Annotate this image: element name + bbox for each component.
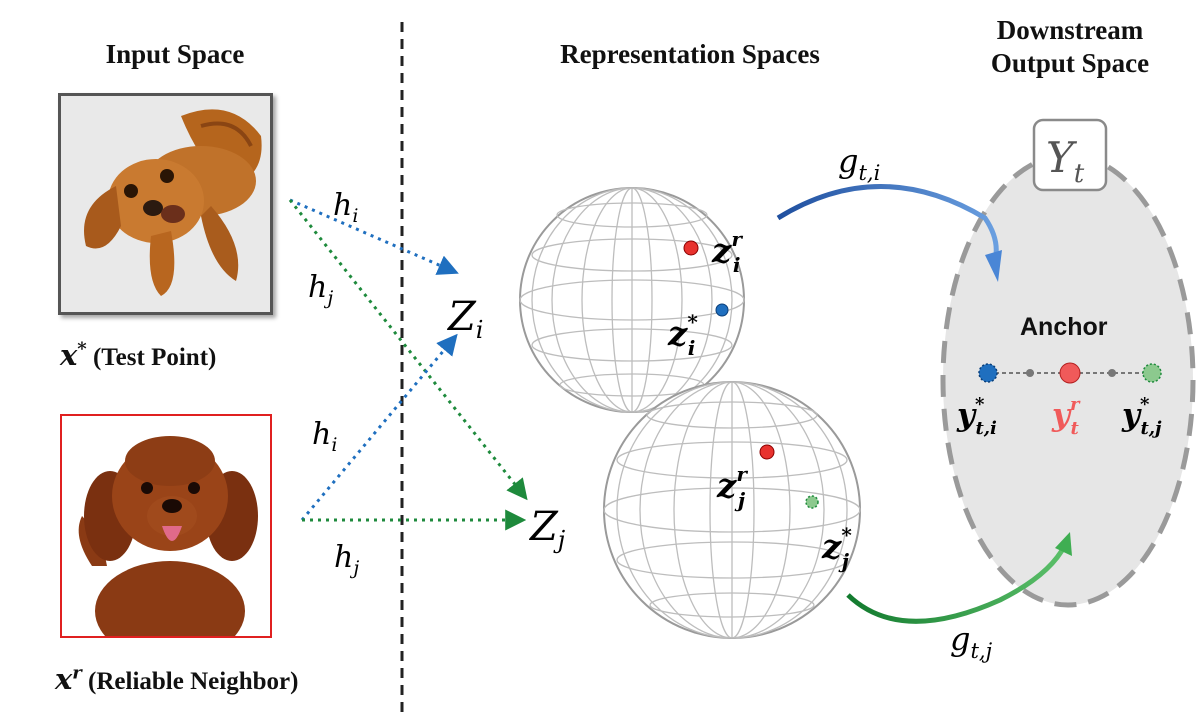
point-z-i-r — [683, 240, 699, 256]
test-point-caption: x* (Test Point) — [60, 338, 216, 372]
sphere-i — [519, 187, 745, 413]
arrow-test-to-Zi — [289, 198, 459, 275]
test-point-symbol: x — [60, 338, 78, 372]
label-Z-j: Zj — [528, 504, 566, 554]
downstream-header-line1: Downstream — [996, 15, 1144, 45]
anchor-tick-right — [1108, 369, 1116, 377]
reliable-neighbor-image — [60, 414, 272, 638]
test-point-image — [58, 93, 273, 315]
label-h-i-bottom: hi — [312, 417, 337, 456]
reliable-neighbor-sup: r — [72, 662, 82, 684]
arrow-g-t-j — [846, 543, 1068, 624]
output-space-label-box — [1032, 118, 1108, 192]
anchor-tick-left — [1026, 369, 1034, 377]
reliable-neighbor-label: (Reliable Neighbor) — [88, 668, 299, 695]
reliable-neighbor-caption: xr (Reliable Neighbor) — [55, 662, 298, 696]
doodle-dog-photo-icon — [62, 416, 270, 636]
point-y-t-j — [1142, 363, 1162, 383]
test-point-sup: * — [77, 338, 87, 360]
label-h-j-top: hj — [308, 270, 333, 309]
reliable-neighbor-symbol: x — [55, 662, 73, 696]
label-Z-i: Zi — [446, 294, 483, 344]
label-h-j-bottom: hj — [334, 540, 359, 579]
arrow-test-to-Zj — [288, 199, 528, 501]
label-Y-t: Yt — [1046, 133, 1085, 189]
arrow-g-t-i-head — [985, 250, 1002, 282]
puppy-photo-icon — [61, 96, 270, 312]
label-g-t-i: gt,i — [838, 142, 880, 185]
point-z-j-r — [759, 444, 775, 460]
point-y-t-i — [978, 363, 998, 383]
point-z-i-star — [715, 303, 729, 317]
downstream-header: Downstream Output Space — [950, 14, 1190, 80]
downstream-header-line2: Output Space — [990, 48, 1150, 78]
arrow-g-t-j-head — [1055, 532, 1072, 556]
point-z-j-star — [805, 495, 819, 509]
input-space-header: Input Space — [105, 39, 245, 69]
label-y-t-j: y*t,j — [1121, 394, 1162, 439]
arrow-g-t-i — [776, 184, 999, 261]
label-h-i-top: hi — [333, 188, 358, 227]
label-y-t-i: y*t,i — [956, 394, 997, 439]
label-z-i-star: z*i — [667, 310, 698, 360]
sphere-j — [603, 381, 861, 639]
representation-spaces-header: Representation Spaces — [560, 39, 820, 69]
label-g-t-j: gt,j — [950, 620, 993, 663]
point-y-t-r — [1059, 362, 1081, 384]
test-point-label: (Test Point) — [92, 344, 217, 371]
anchor-label: Anchor — [1020, 313, 1108, 341]
